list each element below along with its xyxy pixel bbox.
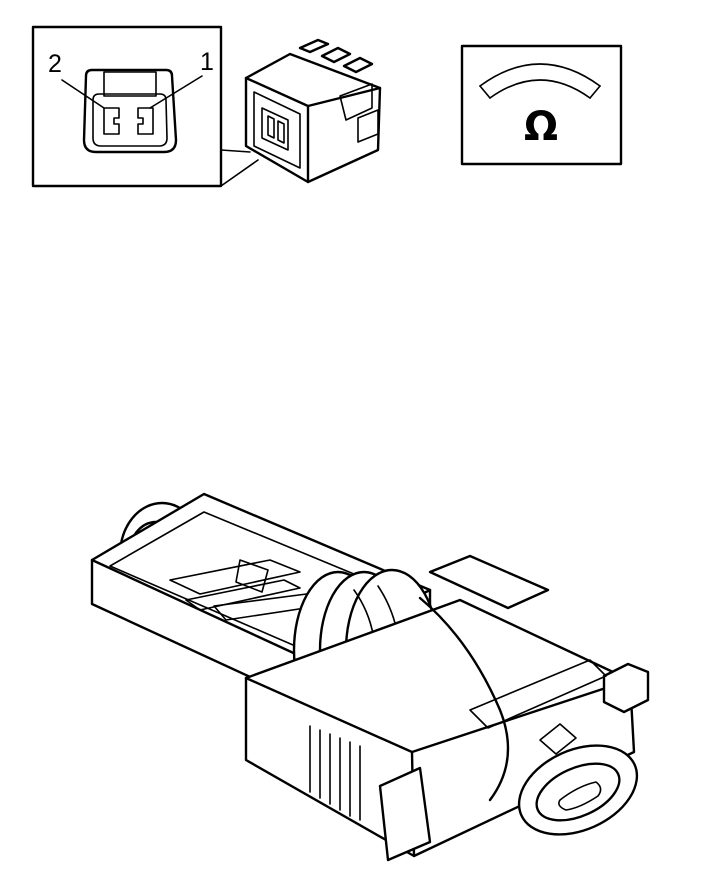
connector-front-pins — [267, 115, 285, 144]
connector-face-outline — [82, 68, 178, 154]
connector-rib — [342, 56, 374, 74]
rear-peg — [602, 662, 650, 714]
connector-3d-small — [244, 38, 382, 184]
pin-1-leader — [149, 75, 203, 109]
pin-cavity-1 — [137, 107, 154, 135]
connector-side-tab — [357, 109, 379, 143]
contact-blade-lower — [185, 579, 301, 611]
ohmmeter-scale-arc — [479, 63, 601, 99]
pin-2-leader — [61, 79, 105, 109]
front-pin-slot — [558, 781, 602, 811]
top-latch — [428, 554, 550, 610]
connector-rib — [298, 38, 330, 54]
pin-label-1: 1 — [200, 48, 214, 76]
connector-edges — [244, 76, 382, 184]
ohmmeter-frame — [460, 44, 623, 166]
connector-front-face — [253, 91, 301, 169]
ohmmeter-symbol: Ω — [460, 44, 623, 166]
pin-label-2: 2 — [48, 50, 62, 78]
front-oval-opening — [517, 744, 639, 836]
connector-body — [244, 52, 382, 184]
front-oval-inner — [535, 762, 621, 822]
ohm-icon: Ω — [524, 104, 558, 150]
connector-housing-large — [90, 492, 650, 862]
connector-face-inner — [92, 93, 168, 147]
contact-blade-upper — [169, 559, 301, 595]
contact-clip — [235, 559, 269, 593]
pin-cavity-2 — [103, 107, 120, 135]
terminal-tab — [539, 723, 577, 755]
connector-face-inset: 2 1 — [31, 25, 259, 188]
grip-ribs — [309, 725, 361, 821]
ohmmeter-scale-ends — [479, 85, 601, 99]
connector-side-latch — [339, 83, 373, 121]
connector-rib — [320, 46, 352, 64]
inset-leader — [220, 149, 259, 187]
front-latch — [378, 766, 432, 862]
inset-frame — [31, 25, 223, 188]
connector-front-opening — [261, 107, 289, 151]
seal-bulge — [418, 596, 510, 802]
connector-latch-slot — [103, 71, 157, 97]
internal-channel — [469, 659, 607, 729]
